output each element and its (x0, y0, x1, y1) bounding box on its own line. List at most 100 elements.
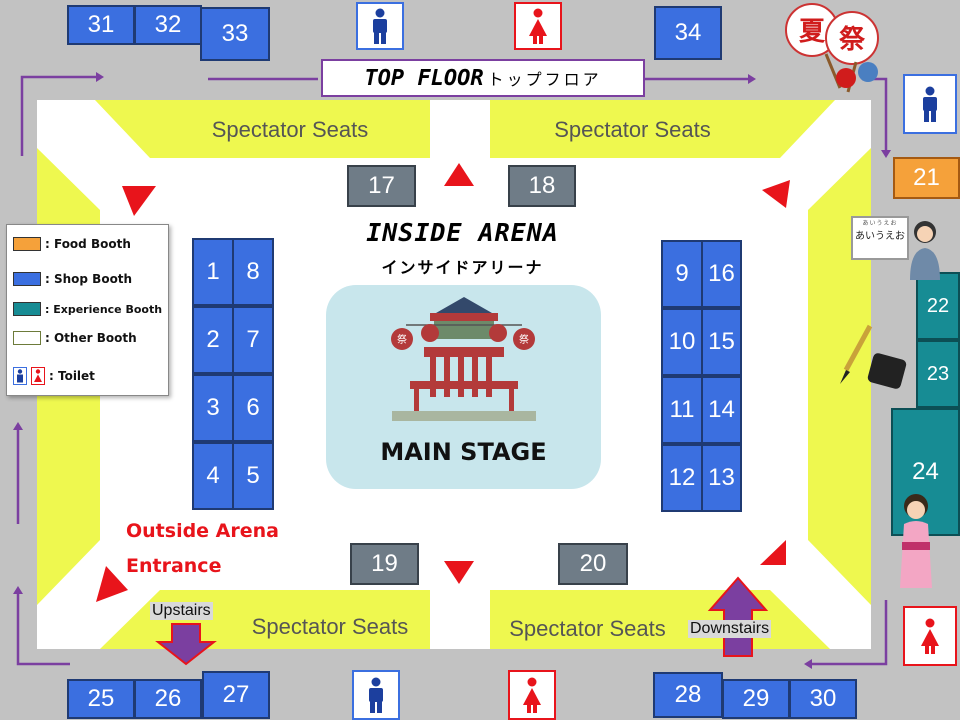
legend-label: : Food Booth (45, 237, 131, 251)
top-floor-banner: TOP FLOOR トップフロア (321, 59, 645, 97)
lantern-text: 祭 (519, 334, 529, 346)
legend-label: : Toilet (49, 369, 95, 383)
booth-24[interactable]: 24 (891, 408, 960, 536)
booth-15[interactable]: 15 (701, 308, 742, 376)
booth-7[interactable]: 7 (232, 306, 274, 374)
upstairs-arrow (155, 623, 217, 666)
seats-top-right (490, 100, 835, 158)
legend-swatch (13, 302, 41, 316)
legend-shop: : Shop Booth (13, 272, 132, 286)
booth-29[interactable]: 29 (722, 679, 790, 719)
main-stage[interactable]: 祭 祭 MAIN STAGE (326, 285, 601, 489)
legend: : Food Booth : Shop Booth : Experience B… (6, 224, 169, 396)
seat-label: Spectator Seats (251, 614, 409, 639)
booth-8[interactable]: 8 (232, 238, 274, 306)
fan-text-left: 夏 (799, 17, 826, 47)
booth-34[interactable]: 34 (654, 6, 722, 60)
booth-30[interactable]: 30 (789, 679, 857, 719)
marker-triangle (96, 566, 128, 602)
male-icon (923, 86, 937, 122)
booth-12[interactable]: 12 (661, 444, 703, 512)
booth-5[interactable]: 5 (232, 442, 274, 510)
booth-10[interactable]: 10 (661, 308, 703, 376)
walkway-path (812, 600, 888, 666)
legend-food: : Food Booth (13, 237, 131, 251)
marker-triangle (760, 540, 786, 565)
legend-label: : Shop Booth (45, 272, 133, 286)
outside-entrance-label-1: Outside Arena (126, 520, 279, 542)
female-icon (529, 8, 547, 44)
booth-20[interactable]: 20 (558, 543, 628, 585)
toilet-female[interactable] (508, 670, 556, 720)
booth-9[interactable]: 9 (661, 240, 703, 308)
booth-31[interactable]: 31 (67, 5, 135, 45)
booth-18[interactable]: 18 (508, 165, 576, 207)
booth-4[interactable]: 4 (192, 442, 234, 510)
seat-label: Spectator Seats (211, 117, 369, 142)
brush-and-ink-icon (840, 324, 907, 389)
seat-label: Spectator Seats (554, 117, 711, 142)
female-icon (31, 367, 45, 385)
downstairs-label[interactable]: Downstairs (688, 620, 772, 638)
booth-32[interactable]: 32 (134, 5, 202, 45)
lantern-text: 祭 (397, 334, 407, 346)
walkway-path (16, 594, 70, 666)
marker-triangle (122, 186, 156, 216)
legend-label: : Experience Booth (45, 302, 163, 316)
marker-triangle (762, 180, 790, 208)
whiteboard: あいうえお あいうえお (851, 216, 909, 260)
booth-21[interactable]: 21 (893, 157, 960, 199)
teacher-icon (910, 221, 940, 280)
top-floor-label: TOP FLOOR (364, 65, 484, 91)
upstairs-label[interactable]: Upstairs (150, 602, 213, 620)
booth-23[interactable]: 23 (916, 340, 960, 408)
male-icon (13, 367, 27, 385)
festival-fans-icon: 夏 祭 (785, 3, 879, 93)
legend-label: : Other Booth (45, 331, 137, 345)
booth-6[interactable]: 6 (232, 374, 274, 442)
marker-triangle (444, 163, 474, 186)
toilet-female[interactable] (514, 2, 562, 50)
main-stage-label: MAIN STAGE (380, 438, 547, 466)
booth-3[interactable]: 3 (192, 374, 234, 442)
marker-triangle (444, 561, 474, 584)
top-floor-label-jp: トップフロア (487, 70, 602, 89)
toilet-female[interactable] (903, 606, 957, 666)
booth-33[interactable]: 33 (200, 7, 270, 61)
booth-2[interactable]: 2 (192, 306, 234, 374)
fan-text-right: 祭 (838, 25, 866, 55)
booth-14[interactable]: 14 (701, 376, 742, 444)
legend-other: : Other Booth (13, 331, 137, 345)
seat-label: Spectator Seats (509, 616, 666, 641)
legend-swatch (13, 272, 41, 286)
booth-22[interactable]: 22 (916, 272, 960, 340)
walkway-path (20, 75, 96, 156)
booth-26[interactable]: 26 (134, 679, 202, 719)
seats-right (808, 148, 871, 605)
booth-27[interactable]: 27 (202, 671, 270, 719)
seats-top-left (95, 100, 430, 158)
female-icon (921, 618, 939, 654)
toilet-male[interactable] (903, 74, 957, 134)
arena-title-jp: インサイドアリーナ (381, 258, 544, 277)
toilet-male[interactable] (352, 670, 400, 720)
booth-25[interactable]: 25 (67, 679, 135, 719)
male-icon (369, 677, 383, 713)
female-icon (523, 677, 541, 713)
booth-13[interactable]: 13 (701, 444, 742, 512)
booth-19[interactable]: 19 (350, 543, 419, 585)
booth-16[interactable]: 16 (701, 240, 742, 308)
legend-swatch (13, 331, 41, 345)
legend-swatch (13, 237, 41, 251)
booth-11[interactable]: 11 (661, 376, 703, 444)
whiteboard-text: あいうえお (855, 231, 905, 242)
whiteboard-furigana: あいうえお (862, 220, 898, 227)
stage-tower-illustration: 祭 祭 (391, 297, 536, 421)
booth-1[interactable]: 1 (192, 238, 234, 306)
booth-28[interactable]: 28 (653, 672, 723, 718)
booth-17[interactable]: 17 (347, 165, 416, 207)
male-icon (373, 8, 387, 44)
yukata-girl-icon (900, 494, 932, 588)
toilet-male[interactable] (356, 2, 404, 50)
legend-toilet: : Toilet (13, 367, 95, 385)
